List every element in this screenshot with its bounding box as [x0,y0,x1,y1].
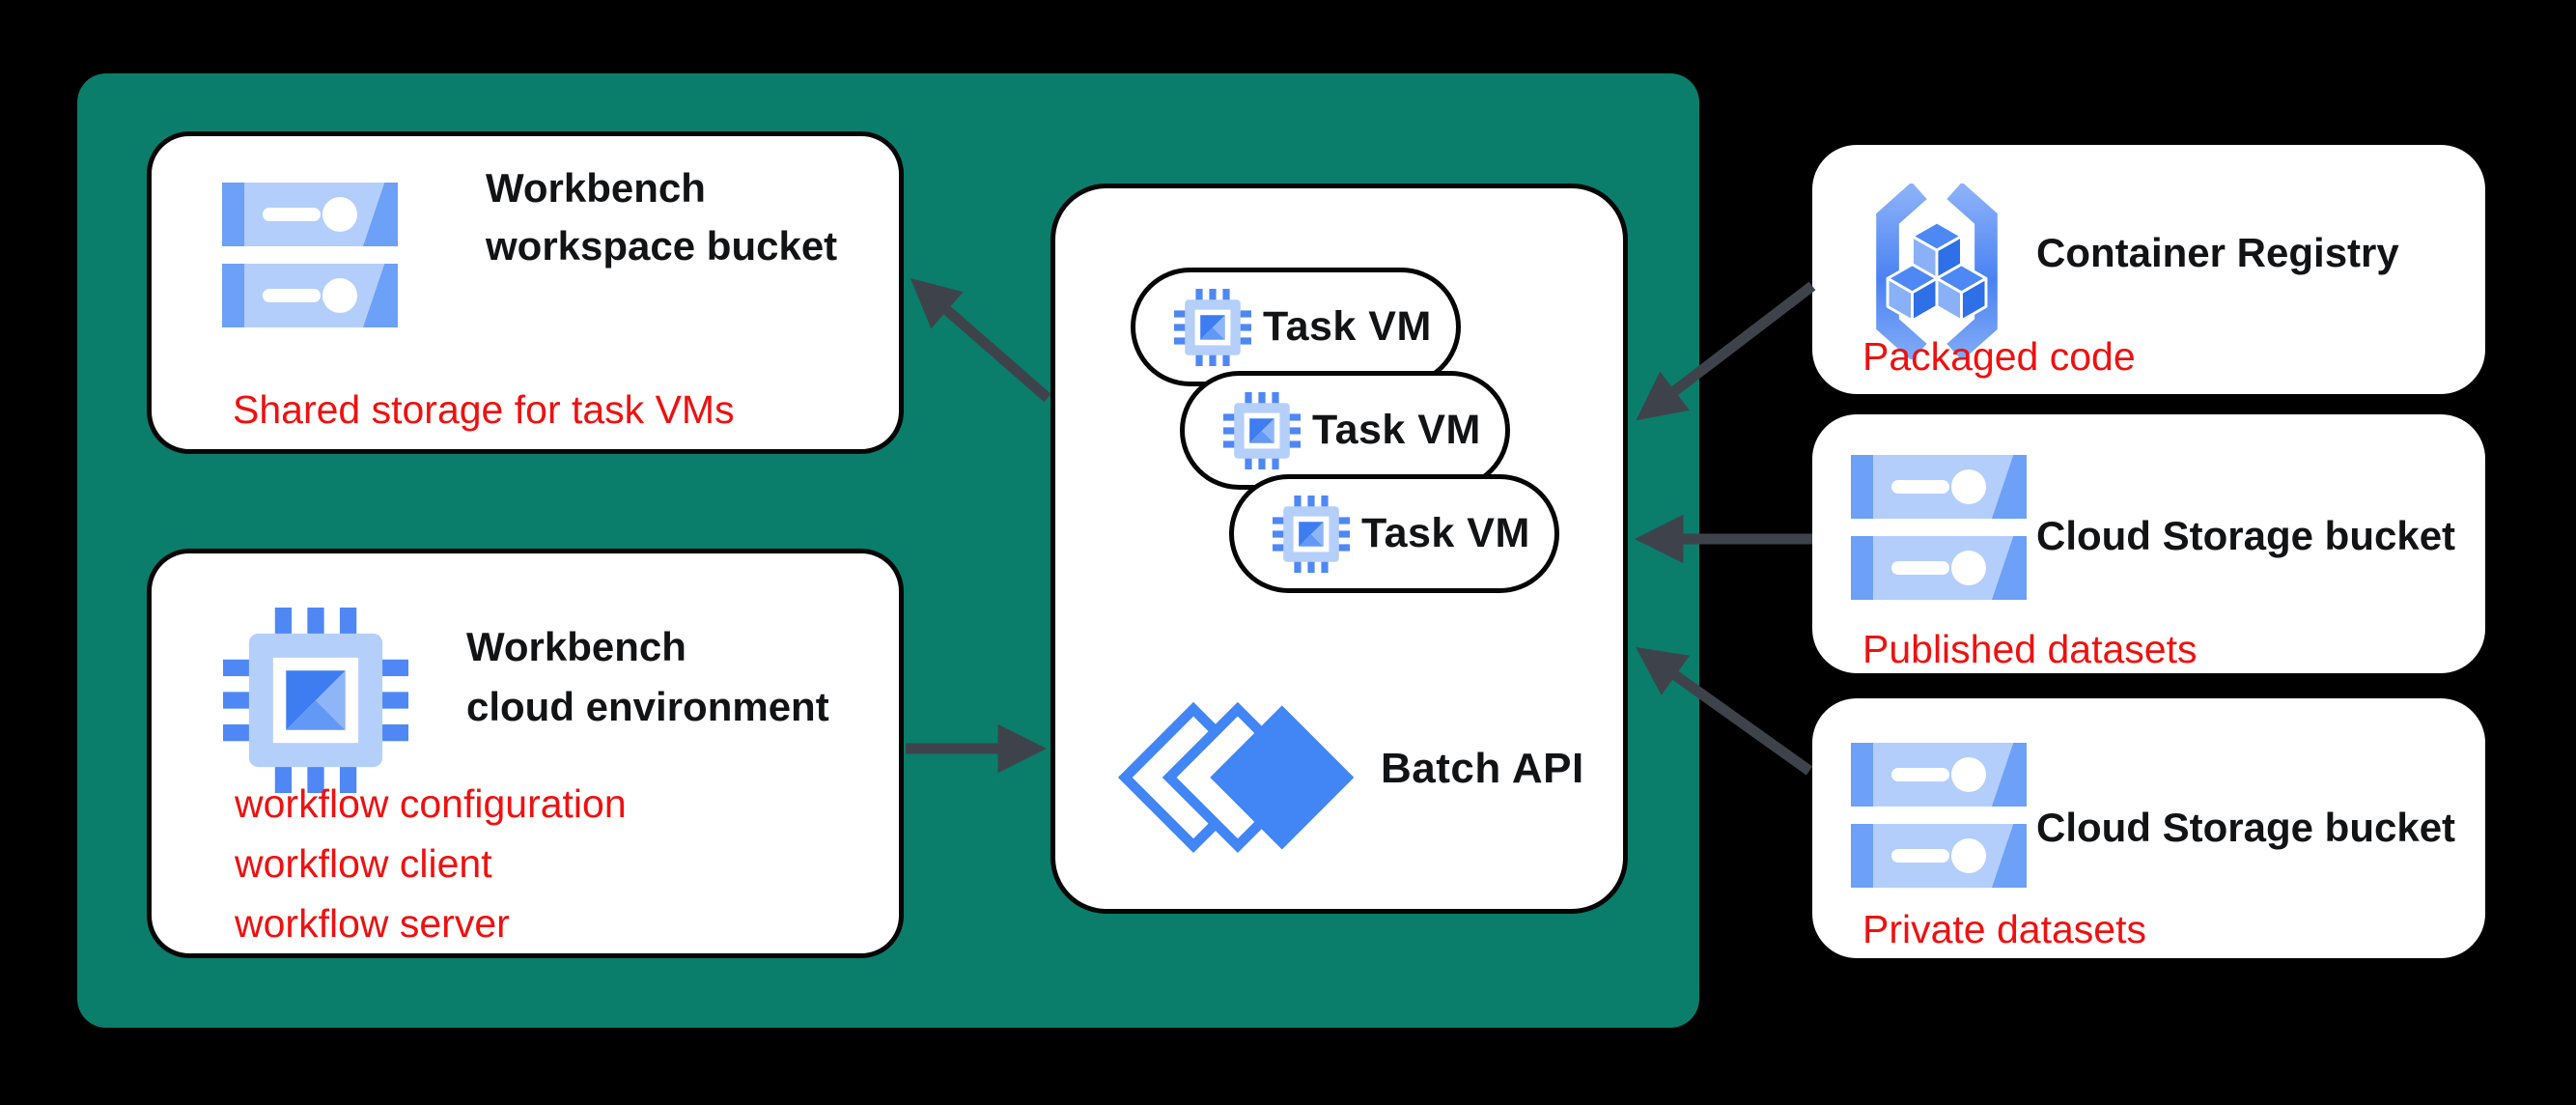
disk-row [222,264,398,327]
private-bucket-title: Cloud Storage bucket [2036,805,2456,850]
task-vm-label: Task VM [1361,510,1530,556]
storage-bucket-icon [1851,743,2027,888]
batch-panel: Task VM Task VM Task VM Batch API [1050,184,1628,914]
title-line: workspace bucket [486,223,838,269]
container-registry-note: Packaged code [1862,334,2136,379]
cloud-environment-notes: workflow configuration workflow client w… [235,774,627,953]
published-bucket-card: Cloud Storage bucket Published datasets [1812,414,2485,673]
storage-bucket-icon [222,183,398,327]
container-registry-title: Container Registry [2036,230,2399,275]
batch-api-label: Batch API [1381,745,1584,792]
cloud-environment-title: Workbench cloud environment [466,617,829,737]
published-bucket-title: Cloud Storage bucket [2036,513,2456,558]
task-vm-pill: Task VM [1131,268,1461,386]
workflow-note: workflow client [235,841,492,886]
workspace-bucket-title: Workbench workspace bucket [486,159,837,275]
container-registry-icon [1876,184,1998,359]
published-bucket-note: Published datasets [1862,627,2198,671]
workflow-note: workflow configuration [235,781,627,826]
cpu-chip-icon [223,608,408,793]
disk-row [1851,743,2027,807]
task-vm-pill: Task VM [1229,474,1559,593]
task-vm-label: Task VM [1312,407,1481,453]
title-line: Workbench [466,624,686,669]
disk-row [1851,536,2027,600]
disk-row [1851,455,2027,519]
task-vm-label: Task VM [1263,303,1432,350]
container-registry-card: Container Registry Packaged code [1812,145,2485,394]
title-line: cloud environment [466,684,829,729]
private-bucket-card: Cloud Storage bucket Private datasets [1812,698,2485,958]
workspace-bucket-card: Workbench workspace bucket Shared storag… [147,131,904,454]
private-bucket-note: Private datasets [1862,907,2146,951]
disk-row [1851,824,2027,888]
title-line: Workbench [486,165,706,211]
workspace-bucket-note: Shared storage for task VMs [233,387,735,432]
storage-bucket-icon [1851,455,2027,600]
task-vm-pill: Task VM [1180,371,1510,490]
cpu-chip-icon [1174,289,1251,366]
batch-api-icon [1117,701,1355,854]
cpu-chip-icon [1273,496,1350,573]
workflow-note: workflow server [235,901,510,946]
disk-row [222,183,398,246]
cpu-chip-icon [1223,392,1301,469]
cloud-environment-card: Workbench cloud environment workflow con… [147,549,904,958]
